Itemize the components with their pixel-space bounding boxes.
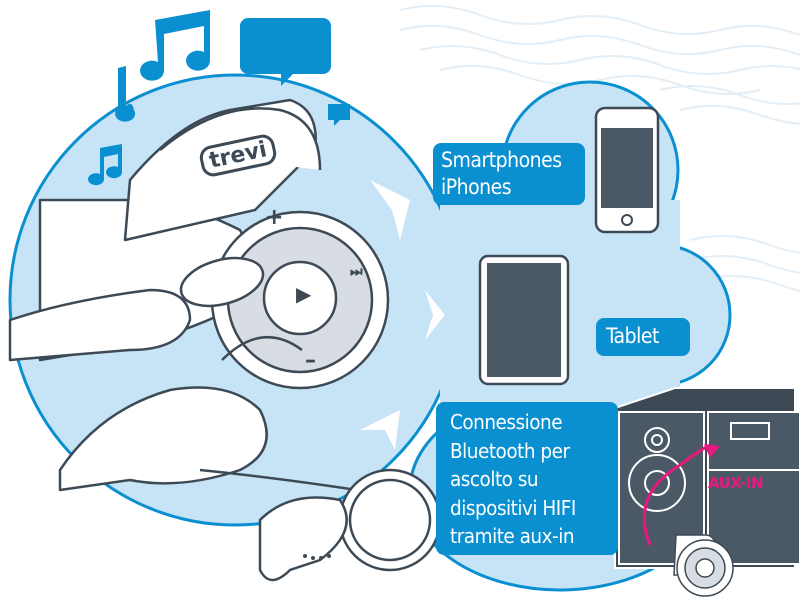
volume-down-button: – (305, 348, 316, 373)
mini-device-illustration (673, 534, 734, 597)
bt-line-4: dispositivi HIFI (450, 495, 576, 520)
next-track-icon: ⏭ (350, 264, 363, 280)
bt-line-1: Connessione (450, 410, 563, 434)
play-icon: ▶ (296, 282, 312, 306)
device-illustration (159, 107, 390, 390)
arrow-icons (360, 180, 445, 450)
bt-line-2: Bluetooth per (450, 438, 570, 463)
aux-in-label: AUX-IN (708, 474, 764, 492)
volume-up-button: + (265, 205, 284, 230)
smartphone-illustration (594, 106, 660, 234)
music-note-icons (88, 10, 211, 186)
smartphones-text: Smartphones (441, 148, 562, 172)
bt-line-3: ascolto su (450, 467, 539, 491)
tablet-label: Tablet (596, 318, 690, 356)
background-waves (399, 5, 800, 292)
smartphones-label: Smartphones iPhones (433, 143, 585, 205)
bluetooth-label: Connessione Bluetooth per ascolto su dis… (436, 402, 618, 555)
tablet-illustration (478, 254, 570, 386)
bt-line-5: tramite aux-in (450, 524, 575, 548)
chat-bubble-icons (240, 18, 350, 126)
iphones-text: iPhones (441, 175, 512, 199)
aux-arrow (642, 443, 711, 546)
earphones-illustration (199, 468, 442, 582)
